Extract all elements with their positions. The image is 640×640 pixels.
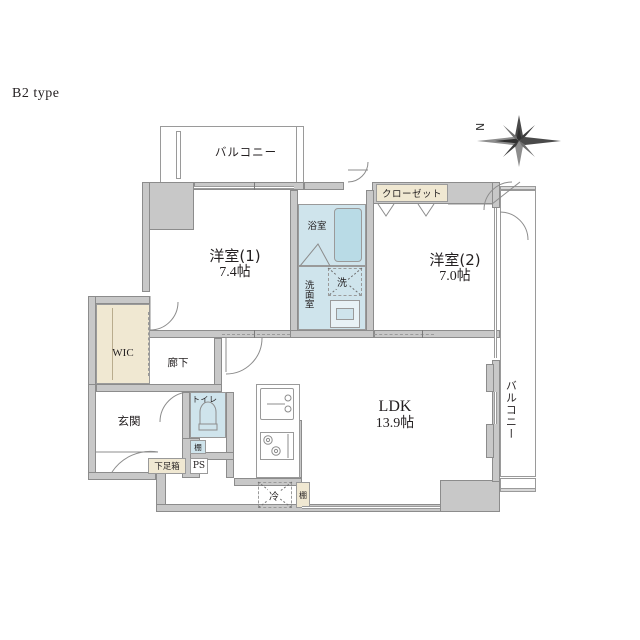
wall-left-wic-top (88, 296, 150, 304)
bedroom1-name: 洋室(1) (209, 247, 261, 265)
wall-top-pier-left (142, 182, 194, 230)
closet-tag: クローゼット (376, 184, 448, 202)
balcony-right-rail-top (500, 186, 536, 190)
wall-tick-c (422, 330, 423, 338)
balcony-right-label: バルコニー (504, 380, 518, 440)
window-bedroom2-right (494, 208, 497, 358)
bedroom2-label: 洋室(2) 7.0帖 (400, 252, 510, 284)
hallway-label: 廊下 (167, 357, 189, 369)
wall-bottom-right-pier (440, 480, 500, 512)
sliding-partition-hall (222, 334, 290, 335)
wic (96, 304, 150, 384)
toilet-shelf-tag: 棚 (190, 440, 206, 454)
shoebox-tag: 下足箱 (148, 458, 186, 474)
bathtub (334, 208, 362, 262)
vanity-basin (336, 308, 354, 320)
page-title: B2 type (12, 86, 60, 101)
bedroom2-name: 洋室(2) (429, 251, 481, 269)
window-bedroom1-top (194, 186, 294, 189)
wall-top-mid-b (304, 182, 344, 190)
window-ldk-right (494, 392, 497, 424)
wall-right-nub-b (486, 424, 494, 458)
entrance-label: 玄関 (117, 414, 141, 428)
kitchen-sink (260, 388, 294, 420)
wic-inner-line (112, 308, 146, 380)
wall-tick-b (254, 330, 255, 338)
balcony-right-outline (500, 190, 536, 490)
fridge-label: 冷 (268, 488, 280, 503)
sliding-partition-ldk (374, 334, 434, 335)
ps-tag: PS (190, 458, 208, 474)
bathroom-label: 浴室 (307, 221, 327, 232)
sliding-door-ldk-right (500, 476, 536, 479)
wall-partition-toilet-right (226, 392, 234, 478)
wall-left-upper (142, 182, 150, 292)
bedroom2-size: 7.0帖 (439, 268, 471, 284)
bedroom1-label: 洋室(1) 7.4帖 (180, 248, 290, 280)
wall-partition-wet-right (366, 190, 374, 338)
wall-partition-hall-bottom (96, 384, 222, 392)
wall-left-bottom (88, 472, 156, 480)
wall-right-upper (492, 182, 500, 208)
balcony-top-divider (296, 126, 304, 184)
wall-partition-wet-bottom (290, 330, 374, 338)
bedroom1-size: 7.4帖 (219, 264, 251, 280)
kitchen-stove (260, 432, 294, 460)
washroom-label: 洗面室 (302, 280, 314, 309)
balcony-top-label: バルコニー (214, 145, 278, 159)
wic-door-opening (148, 312, 151, 376)
wall-partition-toilet-left (182, 392, 190, 444)
wall-left-mid (88, 384, 96, 480)
wic-label: WIC (112, 347, 134, 359)
compass-north-label: N (474, 122, 487, 131)
ldk-name: LDK (378, 398, 412, 415)
wall-right-nub-a (486, 364, 494, 392)
window-ldk-bottom (302, 506, 440, 509)
washer-label: 洗 (336, 274, 348, 289)
balcony-top-rail (176, 131, 181, 179)
ldk-size: 13.9帖 (375, 415, 415, 431)
ldk-label: LDK 13.9帖 (340, 398, 450, 432)
balcony-right-rail-bottom (500, 488, 536, 492)
toilet-label: トイレ (192, 395, 218, 404)
wall-left-wic-edge (88, 296, 96, 392)
wall-partition-entrance-right (190, 452, 234, 460)
kitchen-shelf-tag: 棚 (296, 482, 310, 508)
wall-partition-bed1-right (290, 190, 298, 338)
wall-tick-a (254, 182, 255, 190)
